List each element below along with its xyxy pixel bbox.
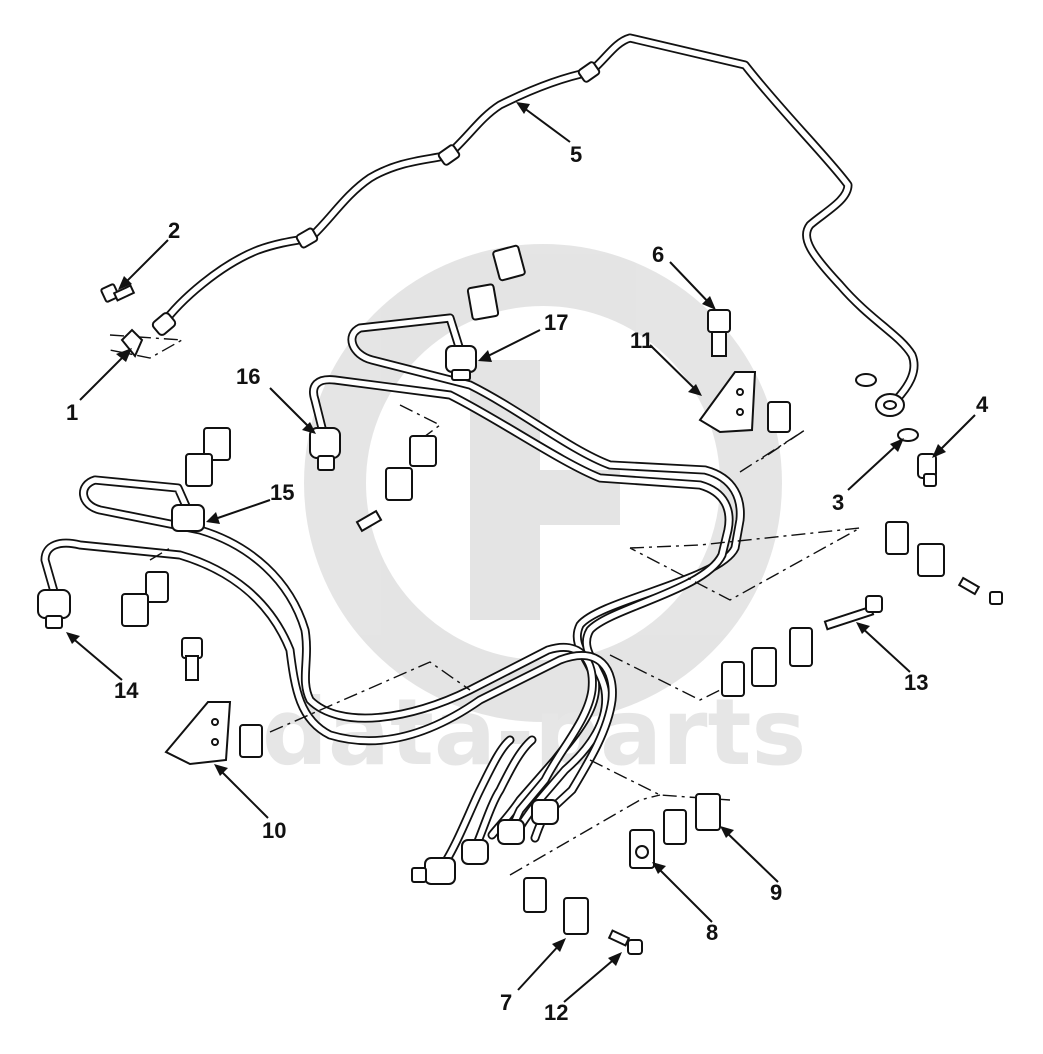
clamp-middle [355, 435, 437, 533]
fitting-5a [151, 312, 177, 336]
callout-8: 8 [706, 920, 718, 945]
callout-17: 17 [544, 310, 568, 335]
callout-labels: 1 2 3 4 5 6 7 8 9 10 11 12 13 14 15 16 1… [66, 142, 989, 1025]
callout-12: 12 [544, 1000, 568, 1025]
fitting-5b [295, 227, 319, 249]
clamp-top [466, 244, 526, 321]
bolt-6 [707, 309, 731, 357]
clamp-right [885, 521, 1003, 605]
washers-3 [855, 373, 919, 442]
manifold-nuts [411, 799, 559, 885]
nut-14 [37, 589, 71, 629]
tube-bundle [37, 313, 745, 885]
callout-5: 5 [570, 142, 582, 167]
callout-14: 14 [114, 678, 139, 703]
nut-15 [171, 504, 205, 532]
fitting-5d [577, 61, 601, 83]
bracket-10 [164, 637, 263, 766]
callout-1: 1 [66, 400, 78, 425]
callout-7: 7 [500, 990, 512, 1015]
nut-16 [309, 427, 341, 471]
nut-17 [445, 345, 477, 381]
clamp-lower-right [629, 793, 721, 869]
clamp-left [121, 427, 231, 627]
callout-3: 3 [832, 490, 844, 515]
callout-16: 16 [236, 364, 260, 389]
fitting-5c [437, 144, 461, 166]
clamp-13 [721, 595, 883, 697]
callout-2: 2 [168, 218, 180, 243]
callout-13: 13 [904, 670, 928, 695]
callout-15: 15 [270, 480, 294, 505]
fuel-line-5 [151, 33, 919, 417]
clamp-lower [523, 877, 643, 955]
callout-4: 4 [976, 392, 989, 417]
callout-11: 11 [630, 328, 653, 353]
bolt-2 [100, 283, 136, 303]
callout-9: 9 [770, 880, 782, 905]
bracket-11 [698, 371, 791, 434]
callout-10: 10 [262, 818, 286, 843]
banjo-hole-5 [883, 400, 897, 410]
watermark-ring [304, 244, 782, 722]
callout-arrows [66, 102, 976, 1003]
banjo-bolt-4 [917, 453, 937, 487]
watermark-text: data-parts [262, 679, 806, 786]
watermark: data-parts [262, 244, 806, 786]
callout-6: 6 [652, 242, 664, 267]
